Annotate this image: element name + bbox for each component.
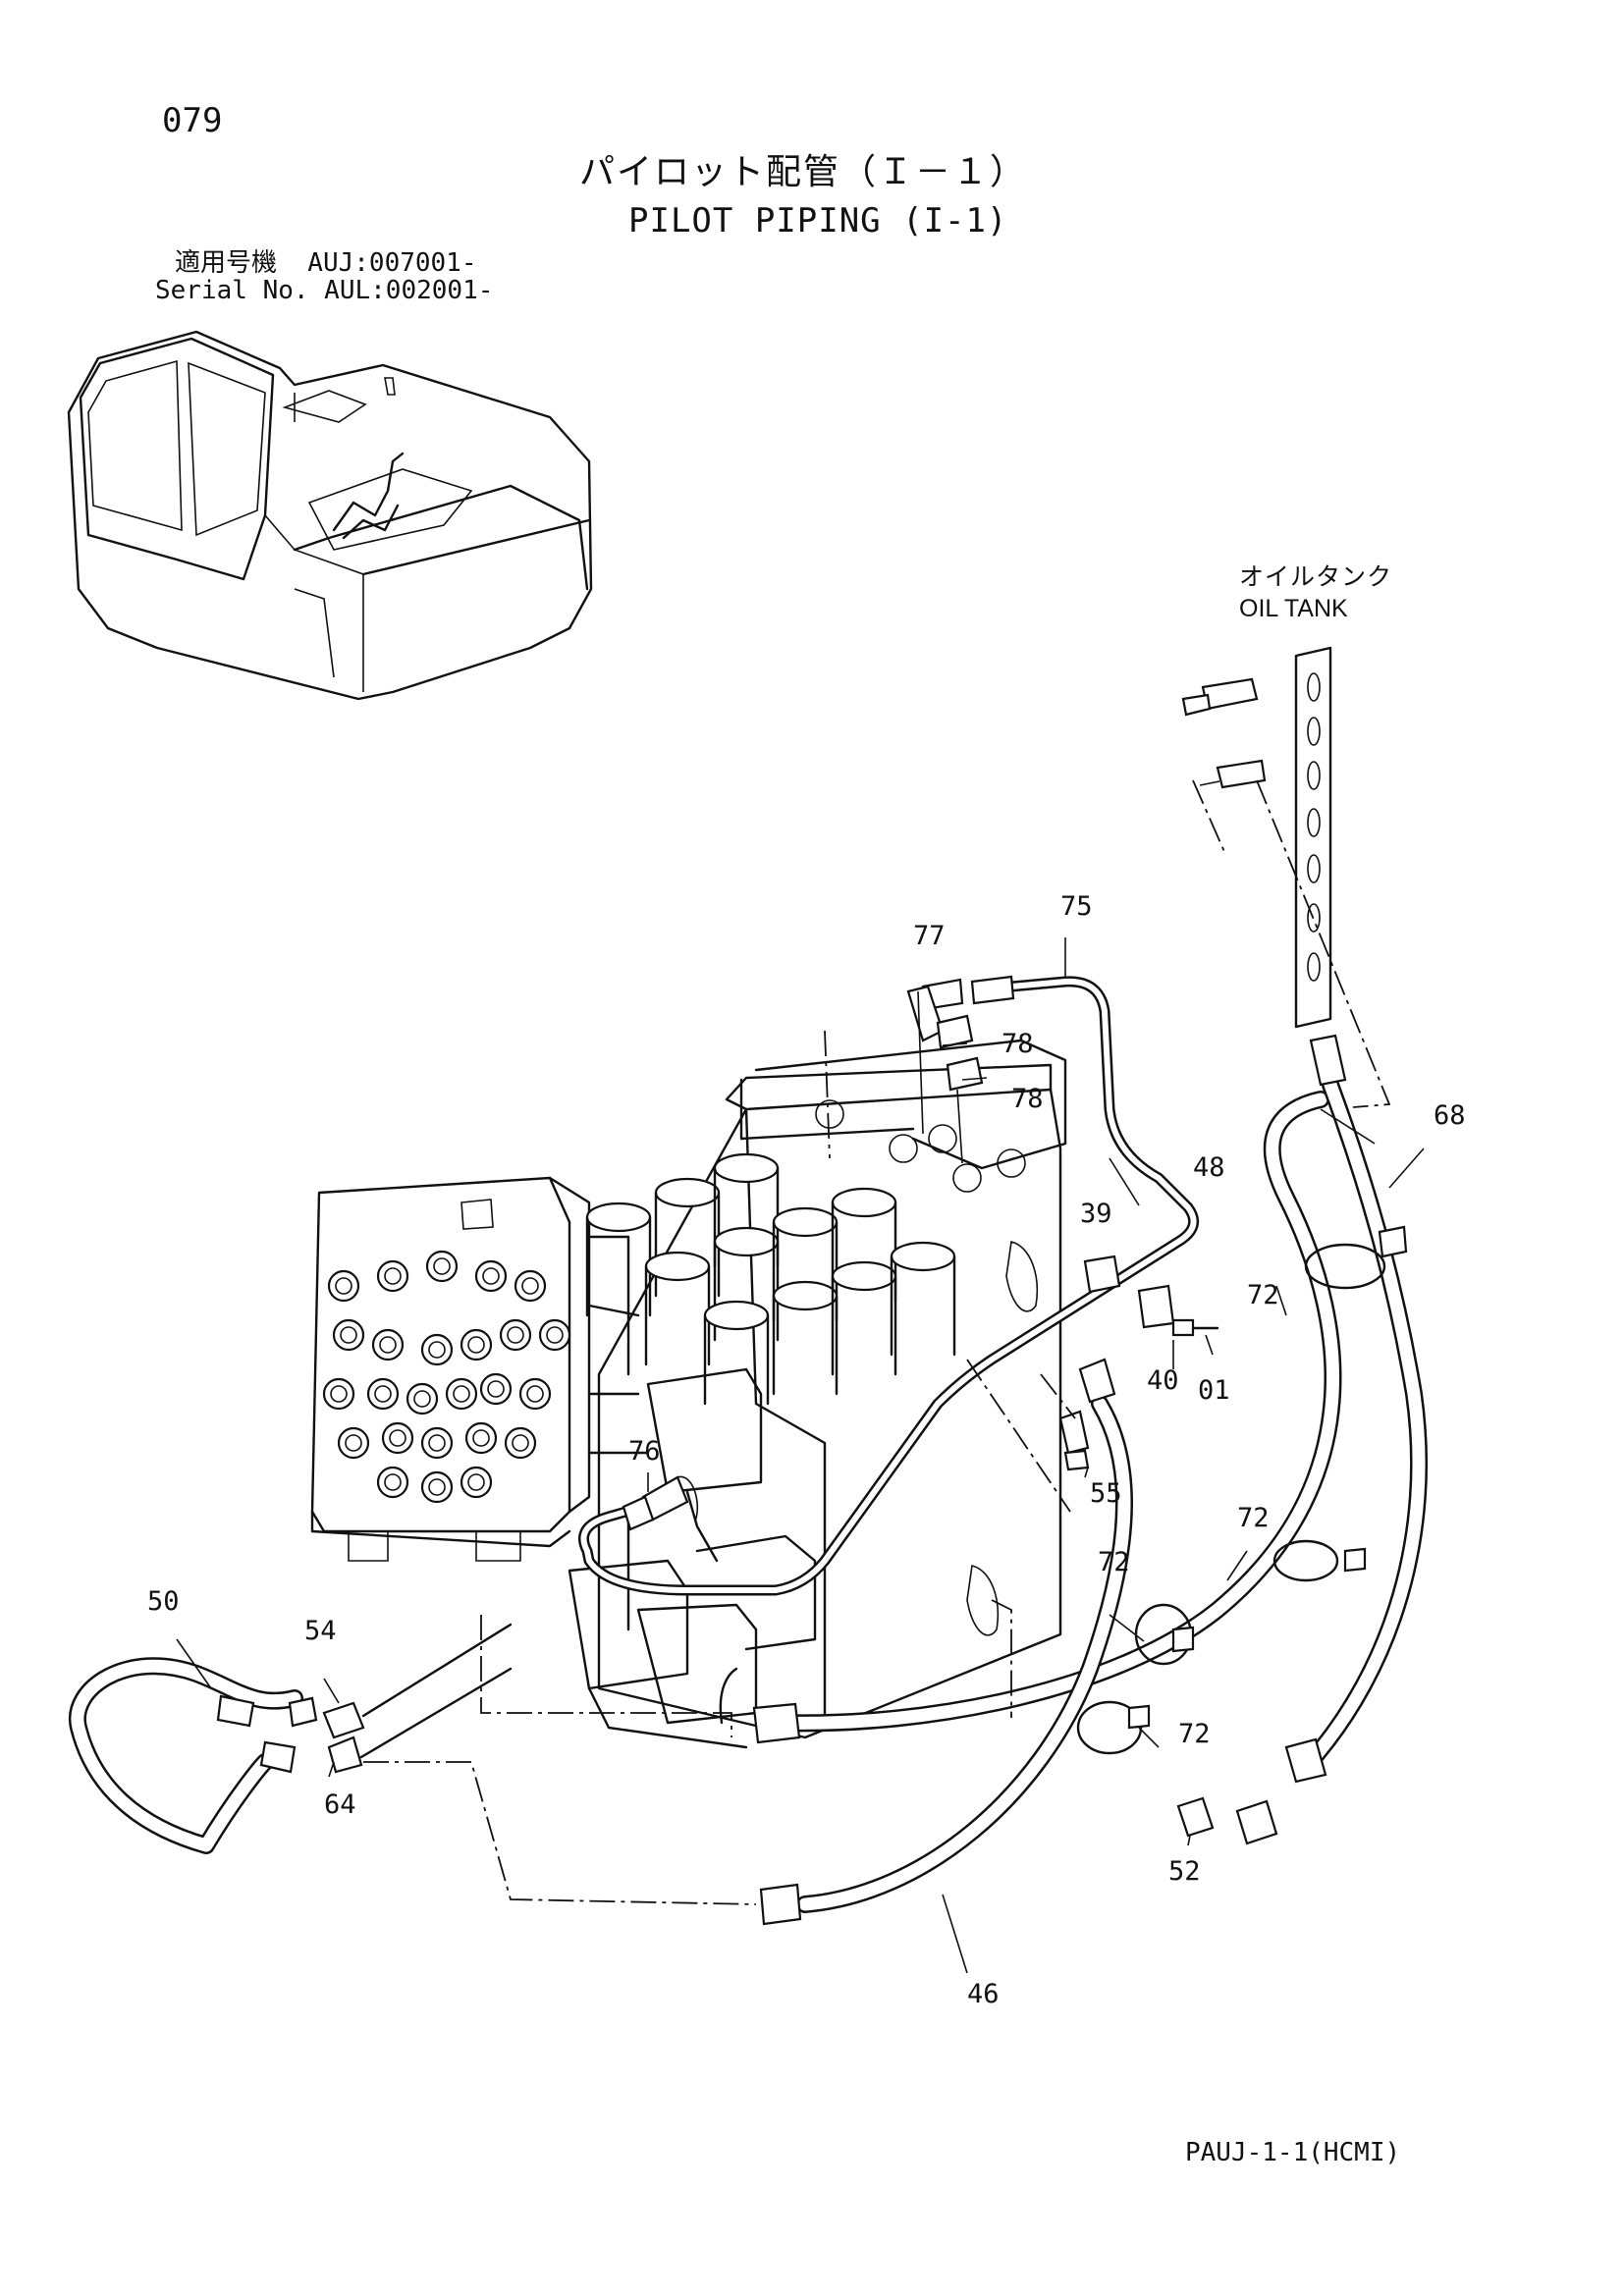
hose-48 bbox=[719, 1091, 1342, 1744]
callout-48: 48 bbox=[1193, 1152, 1225, 1183]
oil-tank-label-japanese: オイルタンク bbox=[1239, 562, 1393, 591]
callout-64: 64 bbox=[324, 1789, 356, 1820]
page-title-japanese: パイロット配管（Ｉ－１） bbox=[579, 152, 1028, 192]
callout-72-middle: 72 bbox=[1098, 1547, 1130, 1577]
callout-77: 77 bbox=[913, 921, 946, 951]
callout-39: 39 bbox=[1080, 1199, 1112, 1229]
callout-76: 76 bbox=[628, 1436, 661, 1467]
callout-50: 50 bbox=[147, 1586, 180, 1617]
adapters-54-64 bbox=[322, 1623, 513, 1774]
page-title-english: PILOT PIPING (I-1) bbox=[628, 201, 1008, 240]
clamp-39-40-bolt-01 bbox=[1083, 1255, 1219, 1337]
leader-lines bbox=[176, 937, 1425, 1974]
document-code: PAUJ-1-1(HCMI) bbox=[1185, 2138, 1401, 2167]
hose-46 bbox=[759, 1358, 1133, 1926]
callout-54: 54 bbox=[304, 1616, 337, 1646]
plugs-78 bbox=[917, 990, 984, 1164]
adapter-52 bbox=[1176, 1796, 1215, 1838]
oil-tank-port-plate bbox=[1181, 646, 1391, 1108]
valve-spool-caps bbox=[585, 1099, 1026, 1406]
callout-78-lower: 78 bbox=[1011, 1084, 1044, 1114]
oil-tank-label: OIL TANK bbox=[1239, 595, 1348, 622]
excavator-locator-illustration bbox=[67, 330, 593, 701]
page-number: 079 bbox=[162, 101, 223, 140]
pilot-pipe-75 bbox=[578, 975, 1200, 1596]
hose-50 bbox=[68, 1657, 318, 1854]
callout-72-right: 72 bbox=[1237, 1503, 1270, 1533]
hose-clamps-72 bbox=[1076, 1225, 1408, 1755]
callout-52: 52 bbox=[1168, 1856, 1201, 1887]
callout-40: 40 bbox=[1147, 1365, 1179, 1396]
hose-68 bbox=[1235, 1034, 1428, 1845]
applicable-serial-number: Serial No. AUL:002001- bbox=[155, 276, 494, 305]
callout-75: 75 bbox=[1060, 891, 1093, 922]
callout-68: 68 bbox=[1434, 1100, 1466, 1131]
callout-46: 46 bbox=[967, 1979, 1000, 2009]
applicable-serial-japanese: 適用号機 AUJ:007001- bbox=[175, 248, 477, 278]
adapter-76 bbox=[622, 1475, 689, 1531]
pilot-port-fittings-grid bbox=[322, 1250, 571, 1504]
callout-55: 55 bbox=[1090, 1478, 1122, 1509]
control-valve-assembly bbox=[310, 1039, 1067, 1749]
callout-01: 01 bbox=[1198, 1375, 1230, 1406]
callout-72-lower: 72 bbox=[1178, 1719, 1211, 1749]
callout-72-upper: 72 bbox=[1247, 1280, 1279, 1310]
fitting-55 bbox=[966, 1359, 1090, 1513]
callout-78-upper: 78 bbox=[1001, 1029, 1034, 1059]
